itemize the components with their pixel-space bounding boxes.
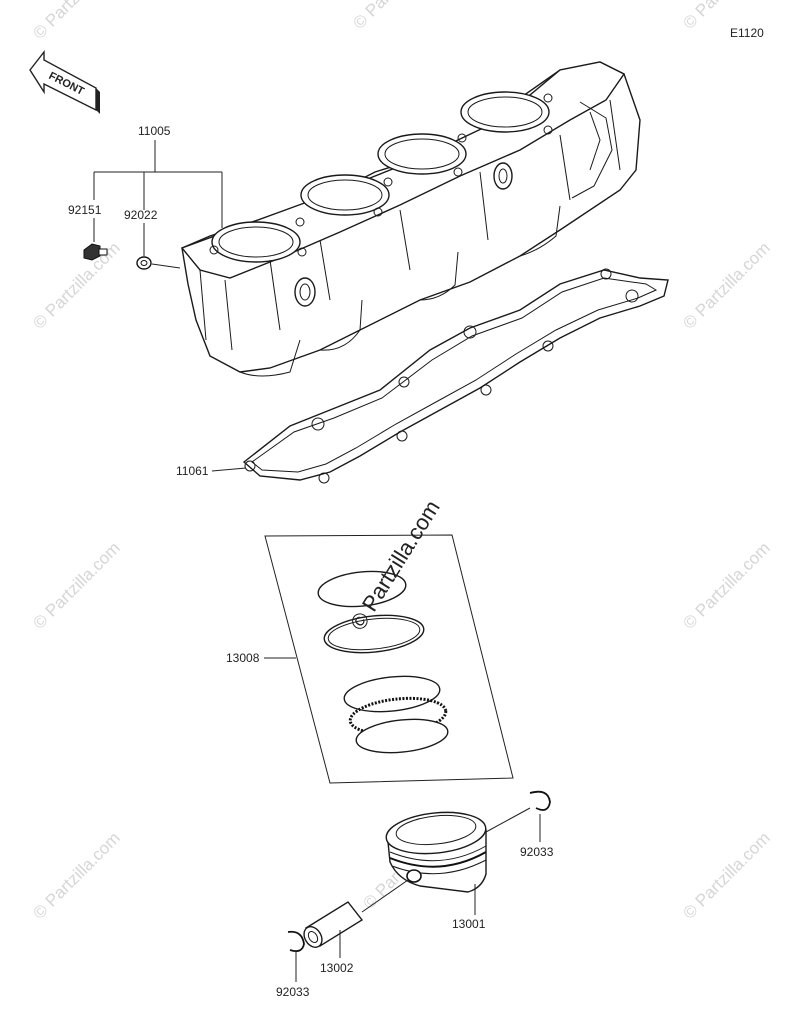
label-13008: 13008 (226, 651, 260, 665)
watermark: © Partzilla.com (679, 238, 773, 332)
washer-92022: 92022 (124, 208, 181, 270)
callout-11005: 11005 (93, 124, 223, 228)
circlip-right-92033: 92033 (485, 790, 554, 859)
label-92033-right: 92033 (520, 845, 554, 859)
watermark: © Partzilla.com (679, 828, 773, 922)
label-11005: 11005 (138, 124, 171, 138)
label-13001: 13001 (452, 917, 486, 931)
piston-13001: 13001 (385, 811, 487, 931)
watermark: © Partzilla.com (349, 0, 443, 33)
piston-pin-13002: 13002 (303, 879, 409, 975)
cylinder-block (180, 61, 641, 377)
watermark: © Partzilla.com (29, 538, 123, 632)
bolt-92151: 92151 (68, 203, 108, 261)
label-13002: 13002 (320, 961, 354, 975)
ring-set-13008: 13008 (226, 534, 514, 784)
label-11061: 11061 (176, 464, 209, 478)
watermark: © Partzilla.com (29, 828, 123, 922)
front-arrow-icon: FRONT (29, 49, 100, 114)
gasket-11061: 11061 (176, 268, 669, 484)
watermark: © Partzilla.com (679, 538, 773, 632)
diagram-code: E1120 (730, 26, 764, 40)
label-92151: 92151 (68, 203, 102, 217)
circlip-left-92033: 92033 (276, 930, 310, 999)
watermark: © Partzilla.com (29, 238, 123, 332)
watermark: © Partzilla.com (29, 0, 123, 43)
label-92022: 92022 (124, 208, 158, 222)
label-92033-left: 92033 (276, 985, 310, 999)
watermark-center: © Partzilla.com (345, 496, 445, 635)
